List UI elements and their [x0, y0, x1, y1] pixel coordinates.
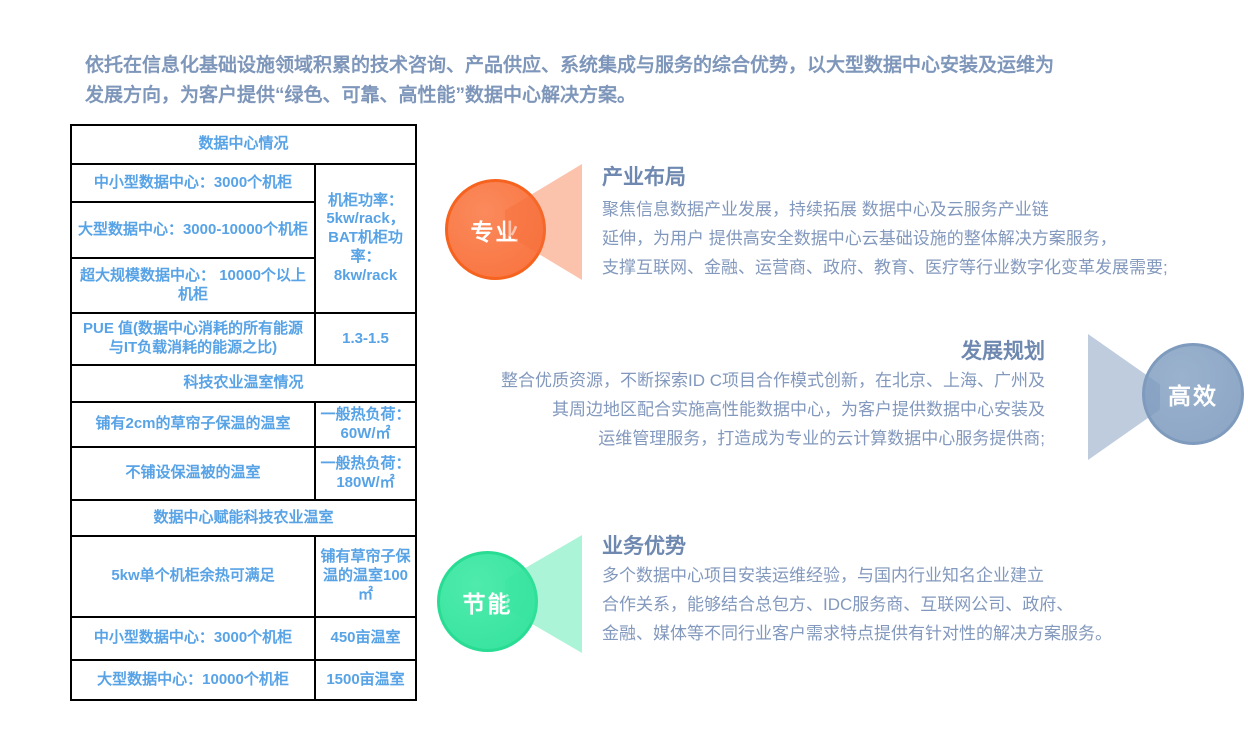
- table-section-header-empower: 数据中心赋能科技农业温室: [69, 499, 418, 537]
- table-cell-rack-5kw: 5kw单个机柜余热可满足: [70, 535, 316, 618]
- table-cell-no-insulation: 不铺设保温被的温室: [70, 446, 316, 501]
- business-badge-label: 节能: [462, 590, 513, 617]
- table-cell-small-dc-map-value: 450亩温室: [313, 616, 418, 661]
- planning-section-title: 发展规划: [961, 340, 1045, 363]
- business-section-body: 多个数据中心项目安装运维经验，与国内行业知名企业建立 合作关系，能够结合总包方、…: [602, 566, 1112, 643]
- table-cell-rack-power: 机柜功率：5kw/rack，BAT机柜功率：8kw/rack: [313, 163, 418, 314]
- table-cell-hyper-dc: 超大规模数据中心： 10000个以上机柜: [70, 257, 316, 314]
- planning-funnel-icon: [1088, 334, 1160, 460]
- table-section-header-greenhouse: 科技农业温室情况: [69, 364, 418, 403]
- planning-section-body: 整合优质资源，不断探索ID C项目合作模式创新，在北京、上海、广州及 其周边地区…: [501, 371, 1045, 448]
- table-cell-pue: PUE 值(数据中心消耗的所有能源与IT负载消耗的能源之比): [70, 312, 316, 366]
- business-badge-circle: 节能: [437, 551, 538, 652]
- business-section-title: 业务优势: [602, 535, 686, 558]
- table-cell-straw-2cm: 铺有2cm的草帘子保温的温室: [70, 401, 316, 448]
- industry-section-body: 聚焦信息数据产业发展，持续拓展 数据中心及云服务产业链 延伸，为用户 提供高安全…: [602, 200, 1168, 277]
- table-cell-large-dc-map: 大型数据中心：10000个机柜: [70, 659, 316, 701]
- industry-badge-circle: 专业: [445, 179, 546, 280]
- table-cell-rack-5kw-value: 铺有草帘子保温的温室100㎡: [313, 535, 418, 618]
- table-cell-pue-value: 1.3-1.5: [313, 312, 418, 366]
- table-cell-no-insulation-load: 一般热负荷：180W/㎡: [313, 446, 418, 501]
- table-cell-straw-2cm-load: 一般热负荷：60W/㎡: [313, 401, 418, 448]
- industry-badge-label: 专业: [470, 218, 521, 245]
- table-cell-large-dc-map-value: 1500亩温室: [313, 659, 418, 701]
- industry-section-title: 产业布局: [602, 166, 686, 189]
- intro-paragraph: 依托在信息化基础设施领域积累的技术咨询、产品供应、系统集成与服务的综合优势，以大…: [85, 55, 1055, 106]
- table-cell-large-dc: 大型数据中心：3000-10000个机柜: [70, 201, 316, 259]
- datacenter-table: 数据中心情况 中小型数据中心：3000个机柜 机柜功率：5kw/rack，BAT…: [69, 124, 418, 701]
- planning-badge-label: 高效: [1168, 383, 1218, 409]
- table-cell-small-dc: 中小型数据中心：3000个机柜: [70, 163, 316, 203]
- table-section-header-datacenter: 数据中心情况: [69, 124, 418, 165]
- table-cell-small-dc-map: 中小型数据中心：3000个机柜: [70, 616, 316, 661]
